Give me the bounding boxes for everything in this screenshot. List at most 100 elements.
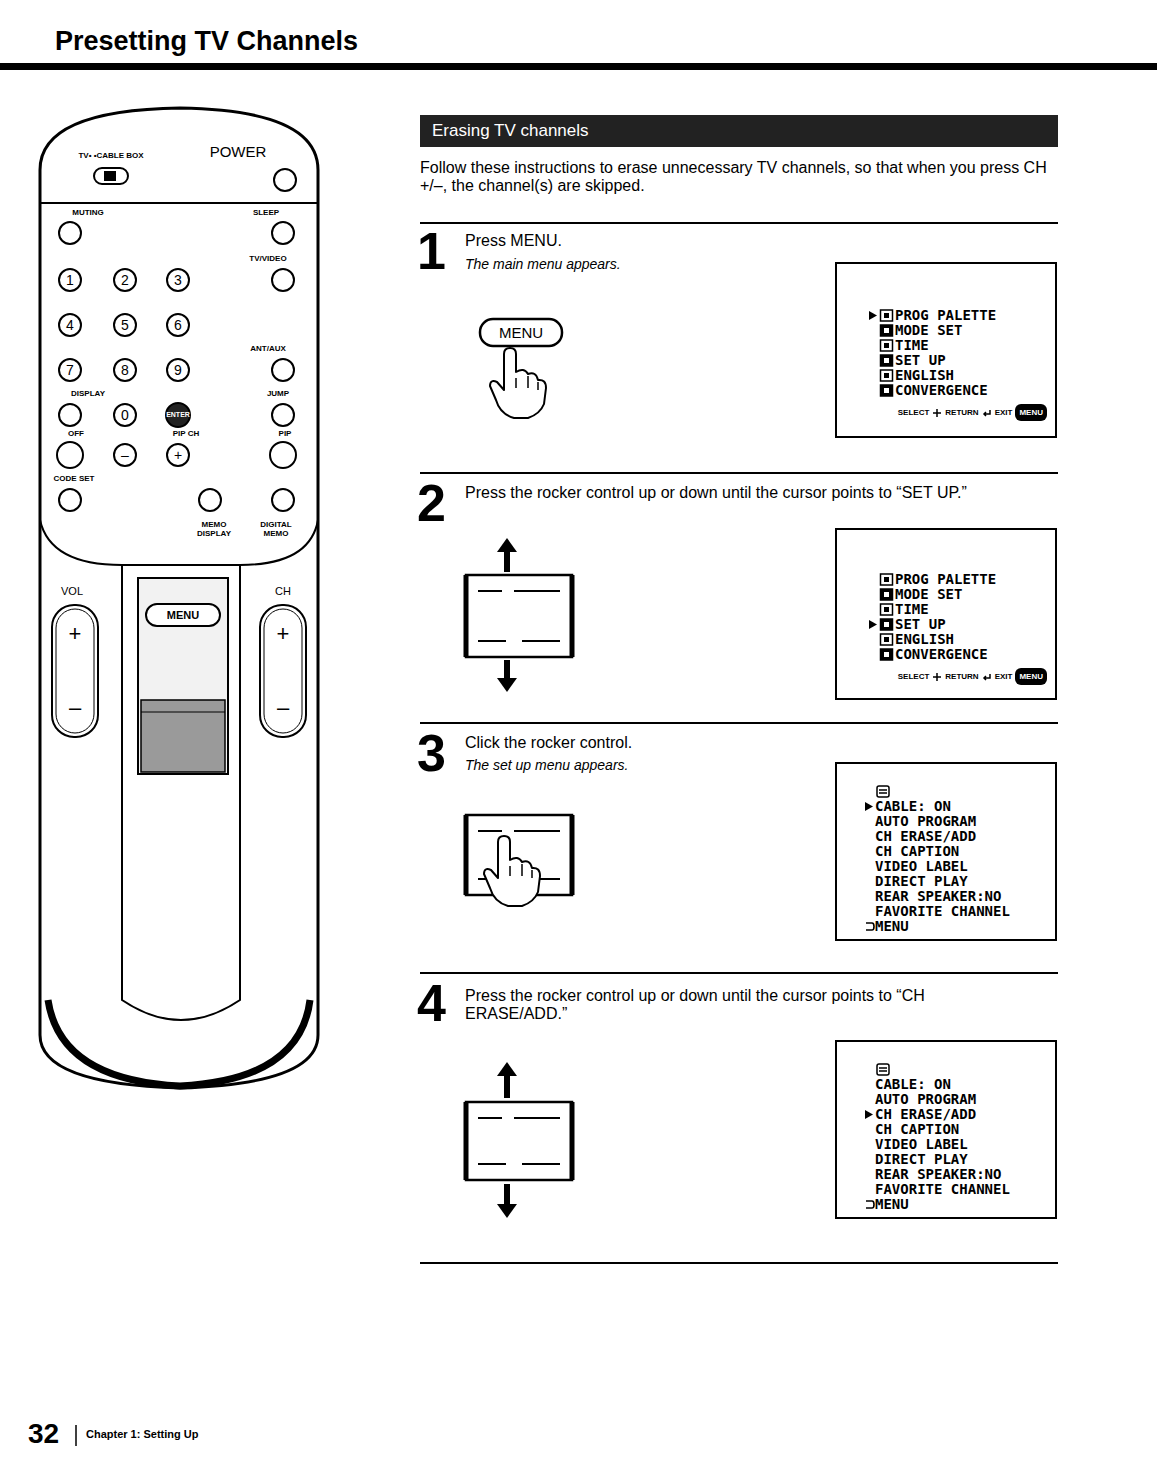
return-symbol xyxy=(982,408,992,418)
remote-button xyxy=(167,314,189,336)
step-rule xyxy=(420,1262,1058,1264)
remote-divider xyxy=(40,202,318,204)
rocker-marks xyxy=(478,1118,560,1164)
menu-row: REAR SPEAKER:NO xyxy=(863,889,1047,904)
icon-mark xyxy=(884,388,889,393)
remote-label: ANT/AUX xyxy=(250,344,286,353)
symbol-stroke xyxy=(866,923,874,930)
screen-text: MODE SET xyxy=(895,587,962,602)
menu-row: VIDEO LABEL xyxy=(863,859,1047,874)
return-symbol xyxy=(863,919,875,934)
screen-text: TIME xyxy=(895,338,929,353)
remote-button xyxy=(272,489,294,511)
icon-frame xyxy=(877,1064,889,1075)
step-rule xyxy=(420,472,1058,474)
pointing-hand xyxy=(484,836,540,906)
menu-row: TIME xyxy=(867,602,1047,617)
button-number: 2 xyxy=(121,272,129,288)
icon-slot xyxy=(879,632,895,647)
cursor-slot xyxy=(863,1092,875,1107)
button-label: MENU xyxy=(167,609,199,622)
step-number: 3 xyxy=(417,724,446,784)
icon-mark xyxy=(884,313,889,318)
menu-icon xyxy=(879,383,895,398)
footer-separator xyxy=(75,1425,77,1446)
icon-frame xyxy=(881,370,893,381)
screen-text: MODE SET xyxy=(895,323,962,338)
menu-row: PROG PALETTE xyxy=(867,572,1047,587)
remote-bottom xyxy=(48,1000,310,1086)
screen-text: ENGLISH xyxy=(895,632,954,647)
button-label: MENU xyxy=(499,324,543,341)
remote-button xyxy=(59,359,81,381)
remote-button xyxy=(114,314,136,336)
remote-button xyxy=(114,269,136,291)
cursor-slot xyxy=(863,1107,875,1122)
screen-text: MENU xyxy=(875,919,909,934)
step-number: 1 xyxy=(417,222,446,282)
symbol-stroke xyxy=(866,1201,874,1208)
symbol-stroke xyxy=(984,674,990,680)
step-text: Press MENU. xyxy=(465,232,562,250)
cursor-slot xyxy=(867,617,879,632)
cursor-slot xyxy=(863,799,875,814)
icon-frame xyxy=(881,619,893,630)
menu-cursor xyxy=(863,1107,875,1122)
step-rule xyxy=(420,222,1058,224)
select-symbol xyxy=(932,672,942,682)
menu-row: MODE SET xyxy=(867,587,1047,602)
direction-arrow-stem xyxy=(504,552,510,572)
center-rocker xyxy=(138,578,228,774)
remote-label: MEMO DISPLAY xyxy=(192,520,236,538)
symbol-stroke xyxy=(984,410,990,416)
screen-text: AUTO PROGRAM xyxy=(875,814,976,829)
menu-row: CH ERASE/ADD xyxy=(863,1107,1047,1122)
icon-mark xyxy=(884,652,889,657)
remote-button xyxy=(114,444,136,466)
direction-arrow-stem xyxy=(504,1076,510,1098)
icon-frame xyxy=(881,634,893,645)
menu-row: CH CAPTION xyxy=(863,844,1047,859)
menu-icon xyxy=(879,632,895,647)
remote-label: PIP xyxy=(279,429,292,438)
menu-cursor xyxy=(867,617,879,632)
page-number: 32 xyxy=(28,1418,59,1450)
cursor-slot xyxy=(863,1197,875,1212)
setup-icon xyxy=(875,1062,891,1077)
page-title: Presetting TV Channels xyxy=(55,26,358,57)
step-rule xyxy=(420,972,1058,974)
rocker-key xyxy=(466,575,572,657)
icon-mark xyxy=(884,592,889,597)
cursor-slot xyxy=(863,919,875,934)
cursor-slot xyxy=(863,1152,875,1167)
icon-mark xyxy=(884,343,889,348)
screen-text: FAVORITE CHANNEL xyxy=(875,904,1010,919)
remote-label: TV/VIDEO xyxy=(249,254,286,263)
remote-button xyxy=(166,403,190,427)
direction-arrow-head xyxy=(497,1062,517,1076)
button-number: 6 xyxy=(174,317,182,333)
screen-text: VIDEO LABEL xyxy=(875,859,968,874)
cursor-slot xyxy=(863,829,875,844)
remote-button xyxy=(59,222,81,244)
chapter-name: Chapter 1: Setting Up xyxy=(86,1428,198,1441)
screen-text: DIRECT PLAY xyxy=(875,874,968,889)
screen-text: CABLE: ON xyxy=(875,1077,951,1092)
screen-text: MENU xyxy=(875,1197,909,1212)
remote-button xyxy=(59,404,81,426)
remote-button xyxy=(57,442,83,468)
icon-frame xyxy=(881,355,893,366)
rocker-sign: + xyxy=(277,621,290,646)
remote-divider xyxy=(40,520,318,565)
remote-label: SLEEP xyxy=(253,208,279,217)
cursor-slot xyxy=(867,353,879,368)
screen-text: AUTO PROGRAM xyxy=(875,1092,976,1107)
exit-button-label: MENU xyxy=(1015,668,1047,685)
rocker-outer xyxy=(52,605,98,737)
menu-icon xyxy=(879,338,895,353)
icon-mark xyxy=(884,328,889,333)
button-number: 5 xyxy=(121,317,129,333)
remote-button xyxy=(199,489,221,511)
remote-label: DIGITAL MEMO xyxy=(254,520,298,538)
remote-label: DISPLAY xyxy=(71,389,105,398)
